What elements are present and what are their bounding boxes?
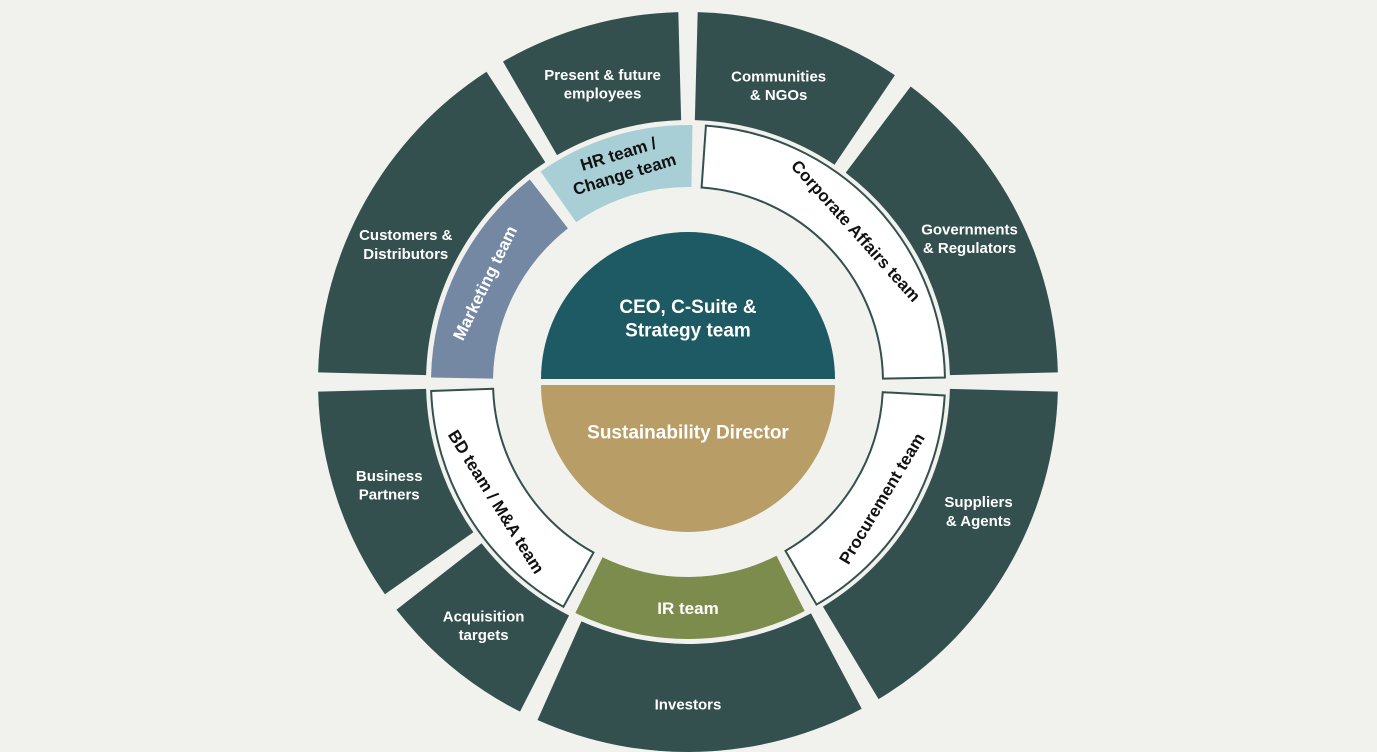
center-label-ceo-csuite: CEO, C-Suite & Strategy team [619, 297, 757, 342]
outer-segment-business-partners [318, 388, 474, 595]
center-label-ceo-csuite-line: CEO, C-Suite & [619, 297, 757, 318]
outer-segment-present-future-employees [503, 12, 682, 156]
center-top-half [541, 232, 835, 379]
outer-label-investors: Investors [655, 696, 722, 713]
middle-segment-procurement-team [784, 391, 946, 606]
outer-segment-suppliers-agents [822, 388, 1058, 700]
outer-label-suppliers-agents-line: & Agents [946, 513, 1011, 530]
center-label-sustainability-director: Sustainability Director [587, 423, 789, 444]
outer-label-customers-distributors: Customers & Distributors [359, 227, 453, 263]
middle-segment-corporate-affairs-team [700, 124, 946, 380]
outer-label-customers-distributors-line: Distributors [363, 246, 448, 263]
outer-label-business-partners-line: Partners [359, 487, 420, 504]
outer-label-governments-regulators: Governments & Regulators [921, 221, 1018, 257]
outer-segment-governments-regulators [845, 86, 1058, 376]
center-label-sustainability-director-line: Sustainability Director [587, 423, 789, 444]
middle-segment-hr-team [540, 124, 693, 223]
outer-label-communities-ngos-line: & NGOs [750, 87, 808, 104]
outer-label-acquisition-targets: Acquisition targets [443, 608, 525, 644]
middle-segment-marketing-team [431, 179, 568, 379]
outer-segment-investors [537, 613, 862, 752]
center-circle: CEO, C-Suite & Strategy teamSustainabilit… [541, 232, 835, 532]
outer-ring: Present & future employees Communities & NG… [318, 12, 1058, 752]
outer-label-acquisition-targets-line: Acquisition [443, 608, 525, 625]
center-bottom-half [541, 385, 835, 532]
outer-segment-communities-ngos [694, 12, 895, 165]
outer-label-communities-ngos-line: Communities [731, 68, 826, 85]
center-label-ceo-csuite-line: Strategy team [625, 321, 751, 342]
middle-label-ir-team: IR team [657, 599, 718, 618]
outer-label-suppliers-agents-line: Suppliers [944, 494, 1012, 511]
middle-segment-ir-team [575, 555, 805, 639]
outer-label-customers-distributors-line: Customers & [359, 227, 453, 244]
outer-segment-acquisition-targets [396, 543, 570, 712]
outer-label-present-future-employees-line: Present & future [544, 67, 661, 84]
outer-label-investors-line: Investors [655, 696, 722, 713]
outer-label-acquisition-targets-line: targets [459, 627, 509, 644]
outer-label-present-future-employees-line: employees [564, 86, 642, 103]
outer-label-governments-regulators-line: & Regulators [923, 240, 1016, 257]
outer-label-governments-regulators-line: Governments [921, 221, 1018, 238]
outer-label-business-partners-line: Business [356, 468, 423, 485]
outer-label-communities-ngos: Communities & NGOs [731, 68, 826, 104]
middle-label-ir-team-line: IR team [657, 599, 718, 618]
outer-label-suppliers-agents: Suppliers & Agents [944, 494, 1012, 530]
outer-label-present-future-employees: Present & future employees [544, 67, 661, 103]
outer-segment-customers-distributors [318, 71, 546, 376]
middle-segment-bd-ma-team [430, 387, 595, 609]
